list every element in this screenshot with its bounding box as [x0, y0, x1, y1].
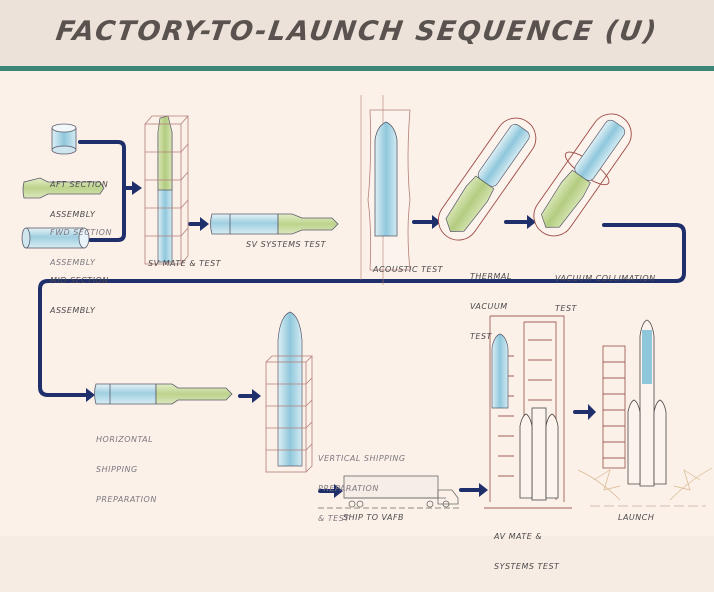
av-mate-gantry-icon [484, 315, 572, 509]
label-line: TEST [555, 304, 577, 313]
sv-systems-test-label: SV SYSTEMS TEST [246, 240, 327, 249]
merge-bracket [78, 140, 126, 242]
arrowhead-icon [527, 215, 536, 229]
launch-icon [577, 319, 713, 507]
vacuum-collimation-test-icon [533, 113, 632, 237]
arrowhead-icon [132, 181, 142, 195]
label-line: SYSTEMS TEST [494, 562, 560, 571]
sv-systems-test-icon [210, 213, 339, 235]
thermal-vacuum-test-icon [438, 117, 537, 241]
label-line: & TEST [318, 514, 350, 523]
acoustic-test-label: ACOUSTIC TEST [373, 265, 444, 274]
arrowhead-icon [200, 217, 209, 231]
sv-mate-tower-icon [144, 115, 189, 265]
arrowhead-icon [432, 215, 441, 229]
label-line: PREPARATION [318, 484, 379, 493]
label-line: AV MATE & [494, 532, 543, 541]
horizontal-shipping-icon [94, 383, 233, 405]
vertical-shipping-label: VERTICAL SHIPPING PREPARATION & TEST [318, 434, 406, 544]
ship-to-vafb-label: SHIP TO VAFB [343, 513, 405, 522]
header-band [0, 0, 714, 66]
mid-section-label: MID SECTION ASSEMBLY [50, 256, 109, 336]
vertical-shipping-tower-icon [265, 311, 313, 473]
label-line: VACUUM COLLIMATION [555, 274, 656, 283]
horizontal-shipping-label: HORIZONTAL SHIPPING PREPARATION [96, 415, 157, 525]
label-line: HORIZONTAL [96, 435, 154, 444]
arrowhead-icon [86, 388, 95, 402]
label-line: SHIPPING [96, 465, 138, 474]
label-line: AFT SECTION [50, 180, 109, 189]
title-rule [0, 66, 714, 71]
flow-arrows [38, 140, 686, 493]
thermal-vacuum-test-label: THERMAL VACUUM TEST [470, 252, 512, 362]
label-line: VACUUM [470, 302, 508, 311]
arrowhead-icon [588, 404, 596, 420]
label-line: VERTICAL SHIPPING [318, 454, 406, 463]
sv-mate-test-label: SV MATE & TEST [148, 259, 222, 268]
arrowhead-icon [334, 484, 343, 498]
label-line: ASSEMBLY [50, 210, 96, 219]
mid-section-icon [21, 227, 90, 249]
acoustic-test-icon [360, 95, 411, 285]
row-return-path [38, 223, 686, 397]
vacuum-collimation-test-label: VACUUM COLLIMATION TEST [555, 254, 656, 334]
label-line: THERMAL [470, 272, 512, 281]
aft-section-label: AFT SECTION ASSEMBLY [50, 160, 108, 240]
arrowhead-icon [252, 389, 261, 403]
launch-label: LAUNCH [618, 513, 655, 522]
label-line: PREPARATION [96, 495, 157, 504]
label-line: MID SECTION [50, 276, 109, 285]
illustration [21, 95, 713, 509]
arrowheads [86, 181, 596, 498]
transport-truck-icon [318, 475, 462, 509]
label-line: ASSEMBLY [50, 306, 96, 315]
label-line: TEST [470, 332, 492, 341]
fwd-section-icon [22, 177, 105, 199]
label-line: ASSEMBLY [50, 258, 96, 267]
arrowhead-icon [479, 483, 488, 497]
label-line: FWD SECTION [50, 228, 112, 237]
aft-section-icon [51, 123, 77, 155]
fwd-section-label: FWD SECTION ASSEMBLY [50, 208, 112, 288]
diagram-canvas: FACTORY-TO-LAUNCH SEQUENCE (U) [0, 0, 714, 571]
av-mate-systems-test-label: AV MATE & SYSTEMS TEST [494, 512, 559, 592]
